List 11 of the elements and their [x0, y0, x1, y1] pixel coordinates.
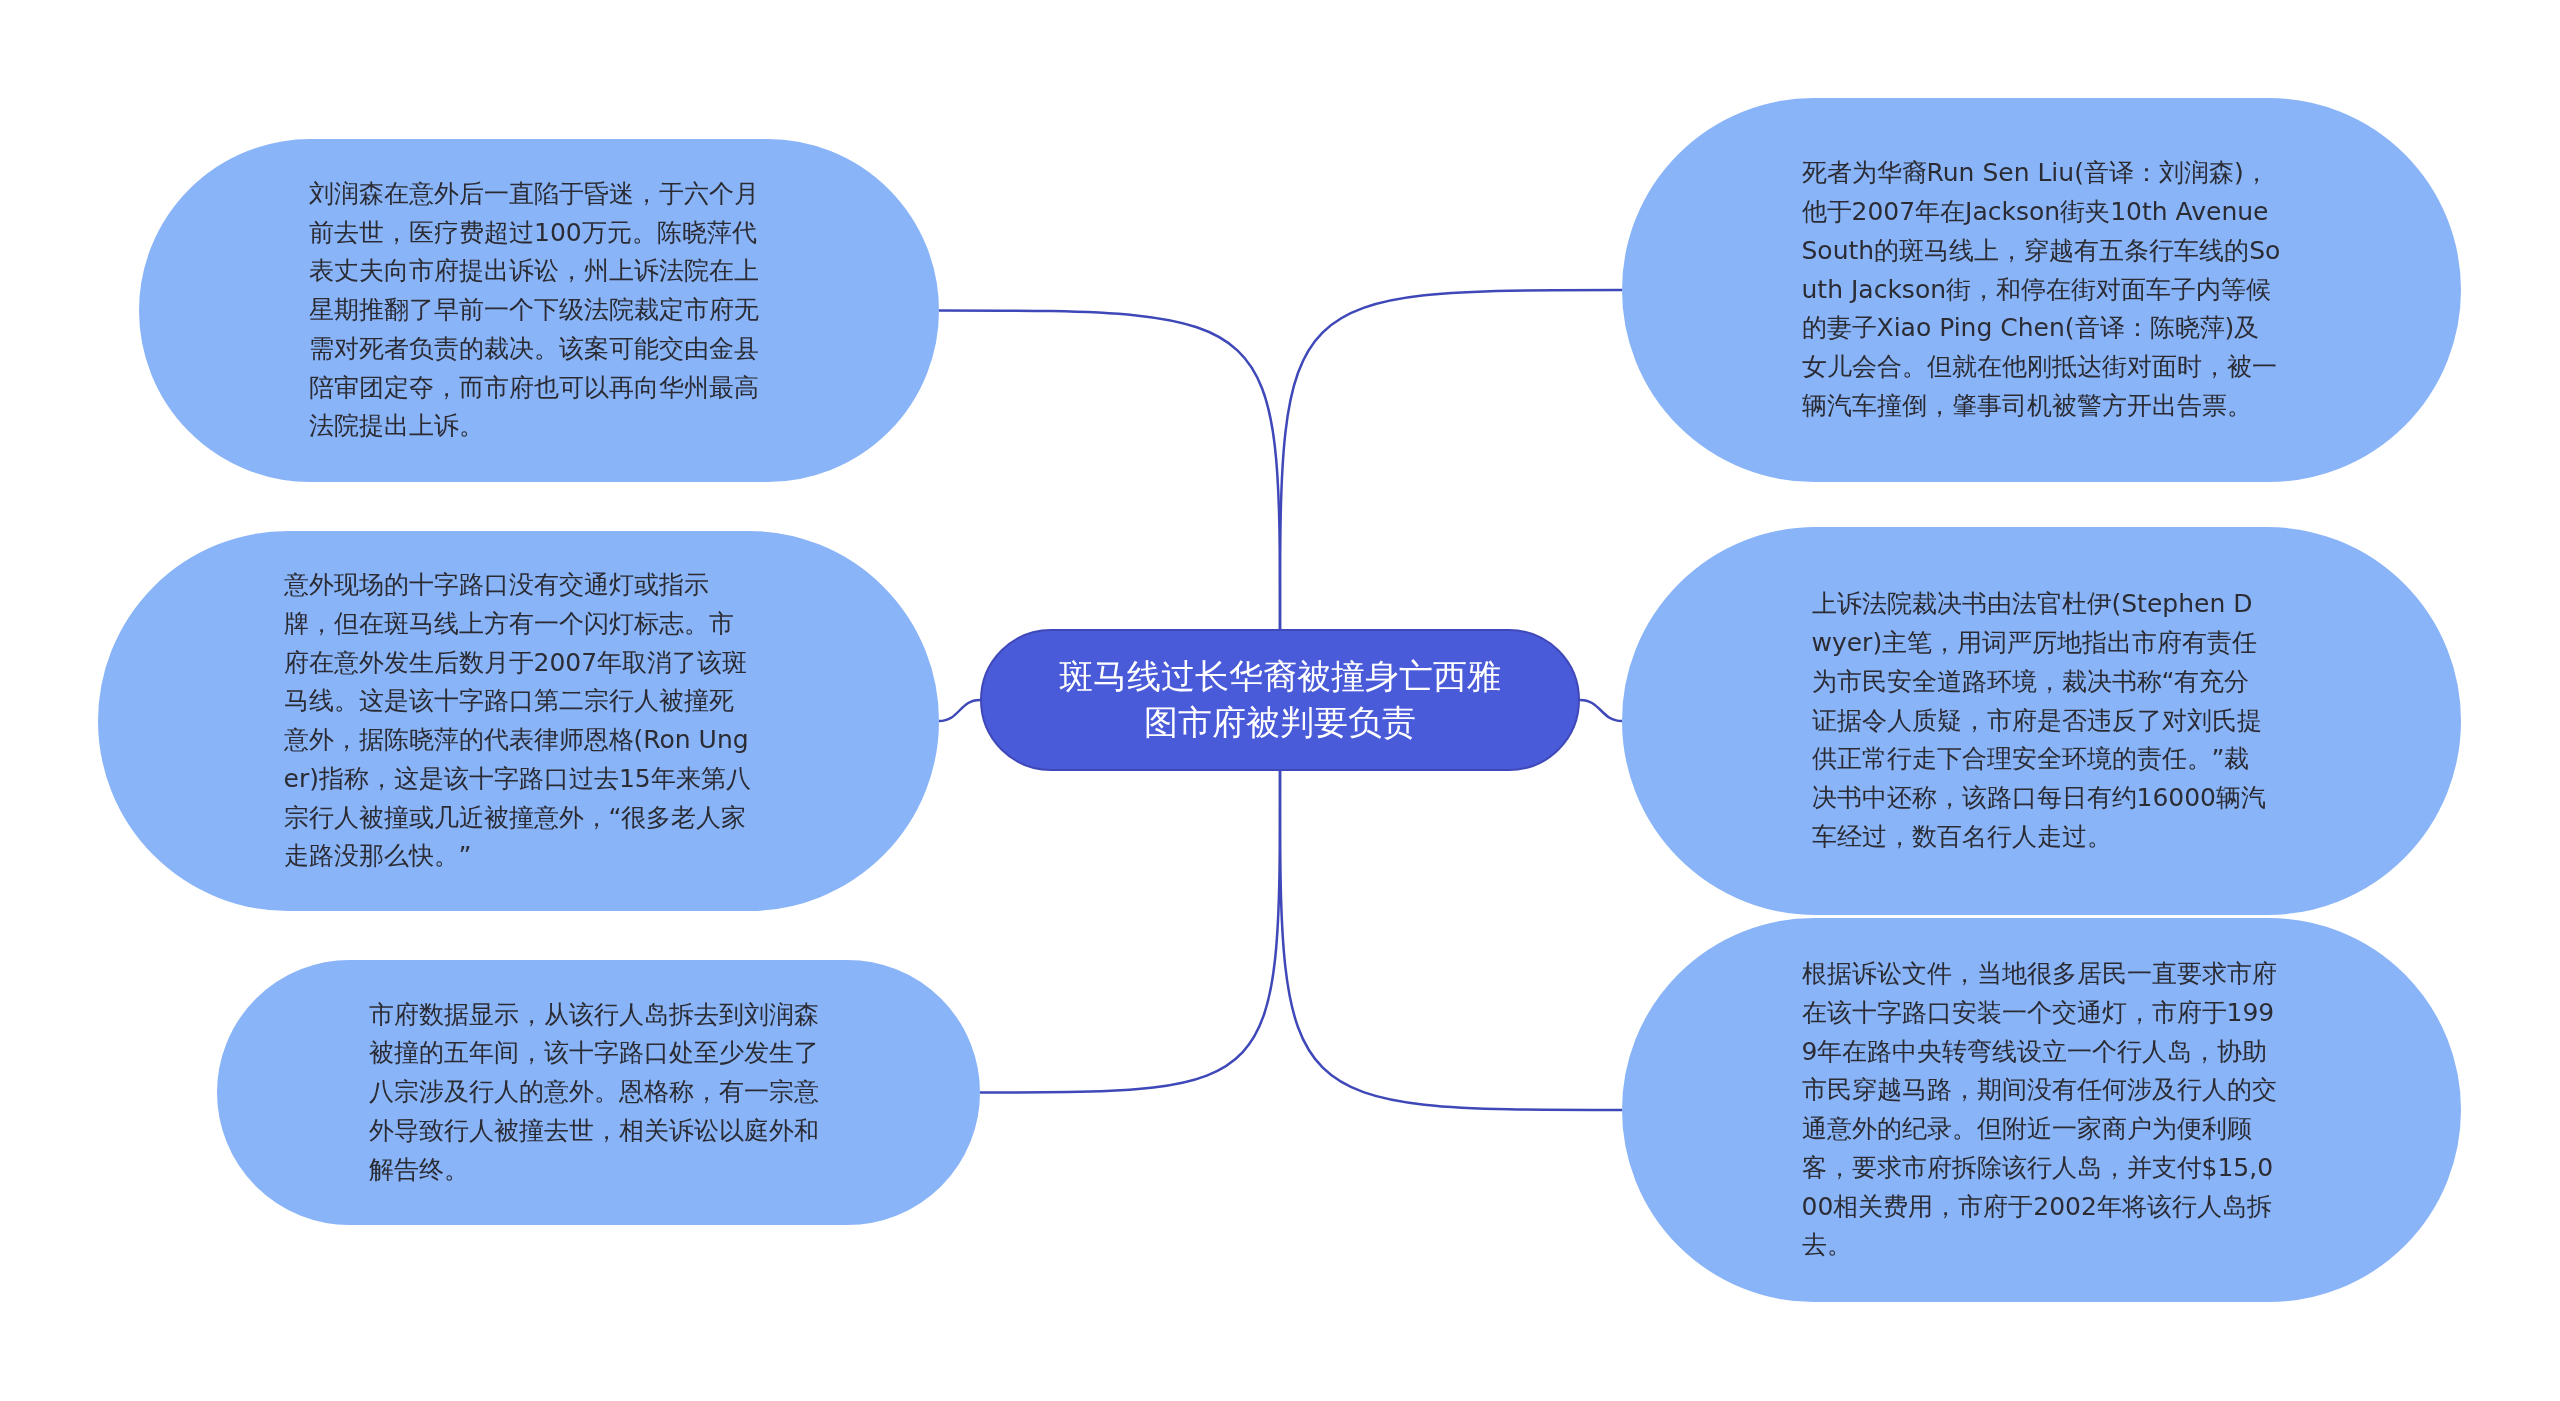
central-topic-text: 斑马线过长华裔被撞身亡西雅图市府被判要负责: [1058, 655, 1502, 744]
topic-text: 刘润森在意外后一直陷于昏迷，于六个月前去世，医疗费超过100万元。陈晓萍代表丈夫向市府提出诉讼，州上诉法院在上星期推翻了早前一个下级法院裁定市府无需对死者负责的裁决。该案可能交由金县陪审团定夺，而市府也可以再向华州最高法院提出上诉。: [309, 177, 760, 443]
topic-text: 死者为华裔Run Sen Liu(音译：刘润森)，他于2007年在Jackson街夹10th Avenue South的斑马线上，穿越有五条行车线的South Jackson街，和停在街对面车子内等候的妻子Xiao Ping Chen(音译：陈晓萍)及女儿会合。但就在他刚抵达街对面时，被一辆汽车撞倒，肇事司机被警方开出告票。: [1801, 157, 2282, 422]
topic-text: 根据诉讼文件，当地很多居民一直要求市府在该十字路口安装一个交通灯，市府于1999年在路中央转弯线设立一个行人岛，协助市民穿越马路，期间没有任何涉及行人的交通意外的纪录。但附近一家商户为便利顾客，要求市府拆除该行人岛，并支付$15,000相关费用，市府于2002年将该行人岛拆去。: [1801, 958, 2278, 1262]
connector-line: [1278, 771, 1622, 1112]
connector-line: [1579, 698, 1623, 723]
connector-line: [938, 698, 981, 723]
topic-text: 上诉法院裁决书由法官杜伊(Stephen Dwyer)主笔，用词严厉地指出市府有责任为市民安全道路环境，裁决书称“有充分证据令人质疑，市府是否违反了对刘氏提供正常行走下合理安全环境的责任。”裁决书中还称，该路口每日有约16000辆汽车经过，数百名行人走过。: [1811, 588, 2268, 853]
topic-text: 市府数据显示，从该行人岛拆去到刘润森被撞的五年间，该十字路口处至少发生了八宗涉及行人的意外。恩格称，有一宗意外导致行人被撞去世，相关诉讼以庭外和解告终。: [368, 998, 820, 1186]
connector-line: [1278, 288, 1622, 629]
topic-text: 意外现场的十字路口没有交通灯或指示牌，但在斑马线上方有一个闪灯标志。市府在意外发生后数月于2007年取消了该斑马线。这是该十字路口第二宗行人被撞死意外，据陈晓萍的代表律师恩格(Ron Unger)指称，这是该十字路口过去15年来第八宗行人被撞或几近被撞意外，“很多老人家走路没那么快。”: [283, 569, 752, 873]
